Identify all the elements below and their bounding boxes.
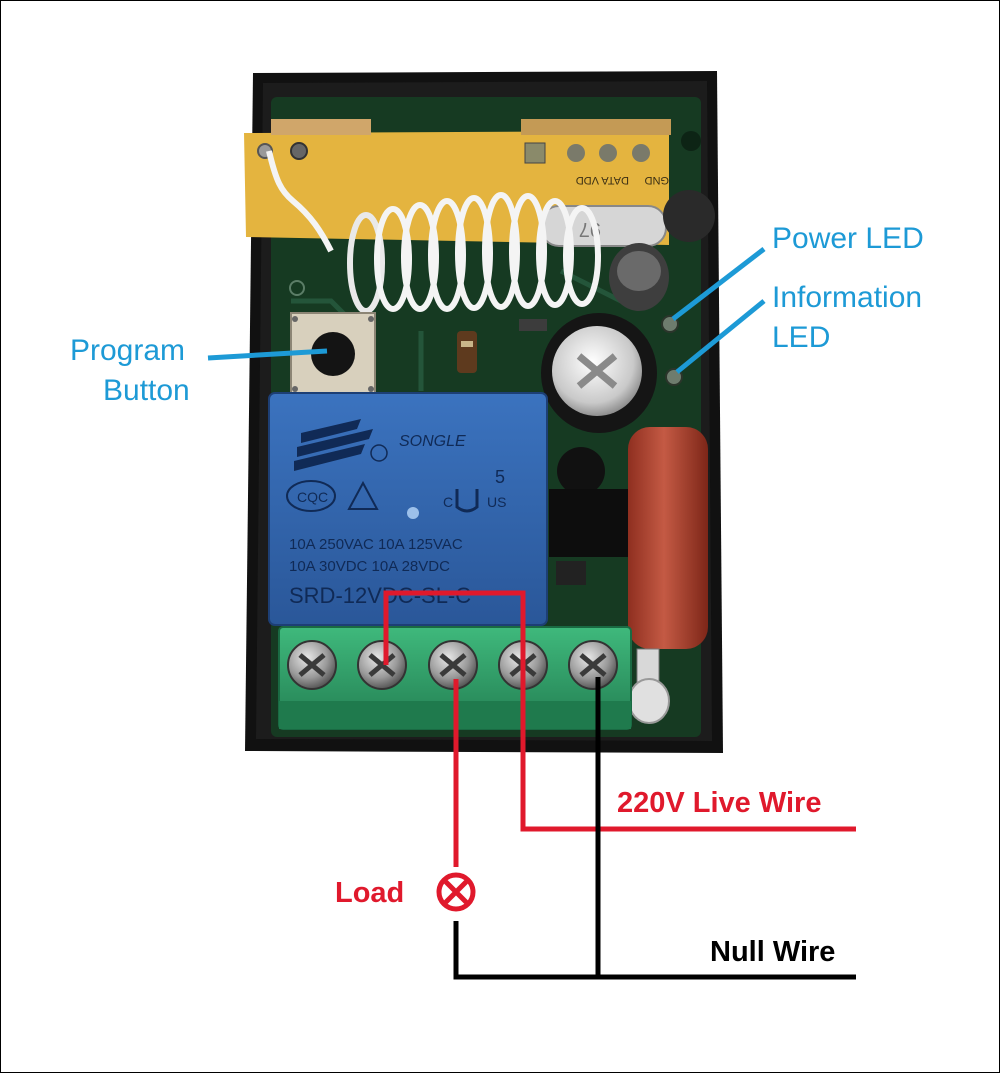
svg-text:5: 5 [495, 467, 505, 487]
registered-icon [370, 444, 388, 462]
cqc-mark: CQC [286, 480, 336, 512]
callout-lines [207, 247, 766, 374]
load-return-line [453, 921, 856, 980]
safety-capacitor [628, 427, 708, 724]
terminal-screw[interactable] [357, 640, 407, 690]
load-label: Load [335, 877, 405, 909]
svg-text:US: US [487, 494, 506, 510]
wiring-lines [383, 590, 856, 980]
antenna-coil [266, 150, 601, 314]
songle-logo [294, 419, 373, 471]
load-lamp-icon [436, 872, 476, 912]
terminal-screw[interactable] [287, 640, 337, 690]
electrolytic-capacitor [541, 313, 657, 433]
ul-mark-icon [455, 489, 479, 513]
relay-rivet [407, 507, 419, 519]
information-led-label-line1: Information [772, 281, 923, 314]
terminal-screw[interactable] [568, 640, 618, 690]
relay-rating-row: 10A 30VDC 10A 28VDC [289, 558, 450, 575]
rf-pin-labels: VDD DATA GND [576, 174, 669, 186]
program-button-label-line1: Program [70, 334, 186, 367]
program-button-label-line2: Button [103, 374, 190, 407]
small-components [457, 190, 715, 585]
relay-rating-row: 10A 250VAC 10A 125VAC [289, 536, 463, 553]
crystal-oscillator: 97 [540, 205, 667, 247]
terminal-screw[interactable] [428, 640, 478, 690]
information-led-label-line2: LED [772, 321, 831, 354]
rf-pin-header [524, 142, 650, 164]
svg-text:CQC: CQC [297, 489, 328, 505]
songle-relay: SONGLE CQC C 5 US 10A 250VAC 10A 125VAC … [268, 392, 548, 626]
null-wire-label: Null Wire [710, 936, 836, 968]
rf-pin-label: DATA [601, 174, 629, 186]
information-led-leader [675, 299, 766, 374]
svg-text:C: C [443, 494, 453, 510]
live-wire-line [383, 590, 856, 832]
relay-brand: SONGLE [399, 433, 466, 450]
program-button[interactable] [290, 312, 376, 396]
cert-triangle-icon [347, 480, 379, 510]
program-button-leader [207, 348, 328, 361]
power-led-label: Power LED [772, 222, 924, 255]
live-wire-label: 220V Live Wire [617, 787, 822, 819]
rf-pin-label: VDD [576, 174, 599, 186]
rf-pin-label: GND [645, 174, 670, 186]
power-led-leader [671, 247, 766, 321]
